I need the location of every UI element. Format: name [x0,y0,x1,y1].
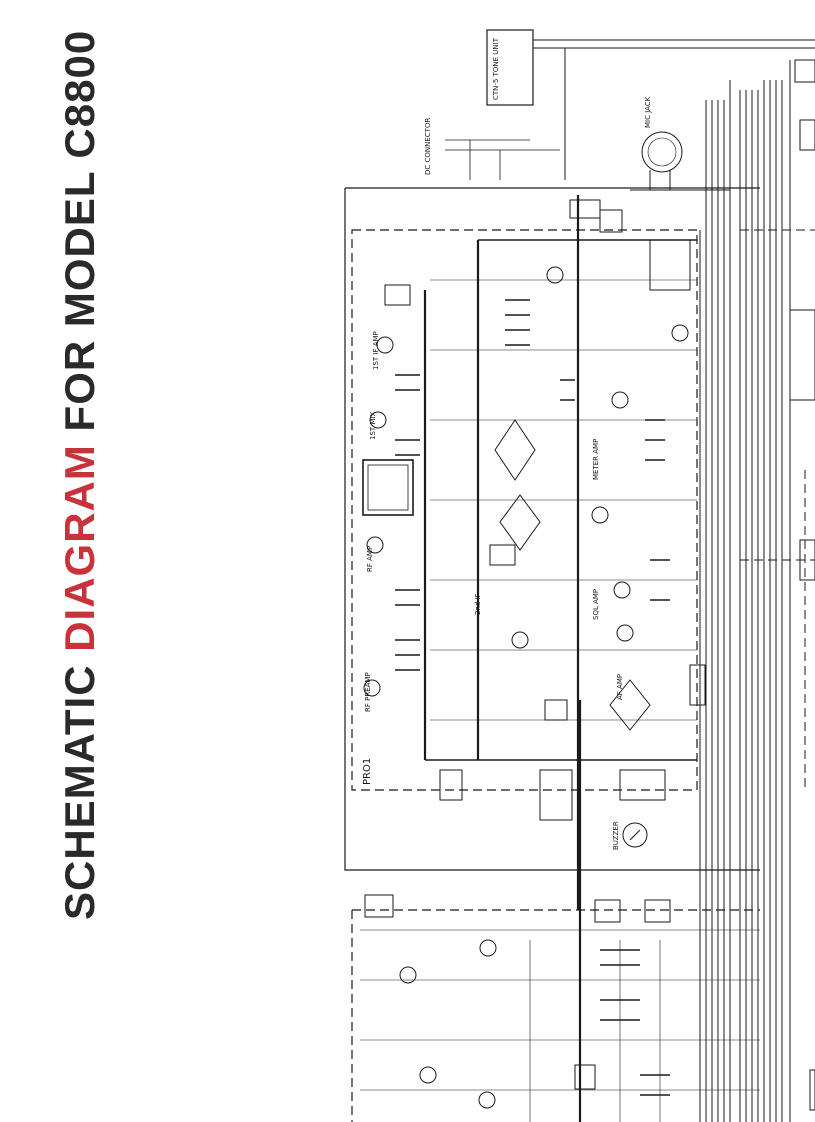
board-label: PRO1 [362,758,373,785]
first-if-amp-label: 1ST IF AMP [372,331,380,370]
buzzer-label: BUZZER [612,821,620,850]
mic-jack-label: MIC JACK [644,96,652,128]
rf-preamp-label: RF PREAMP [364,672,372,712]
second-if-label: 2nd IF [474,593,482,615]
sql-amp-label: SQL AMP [592,589,600,620]
meter-amp-label: METER AMP [592,439,600,480]
tone-unit-label: CTN-5 TONE UNIT [492,37,500,100]
dc-connector-label: DC CONNECTOR [424,118,432,175]
rf-amp-label: RF AMP [366,546,374,572]
first-mix-label: 1ST MIX [369,411,377,440]
af-amp-label: AF AMP [616,674,624,700]
